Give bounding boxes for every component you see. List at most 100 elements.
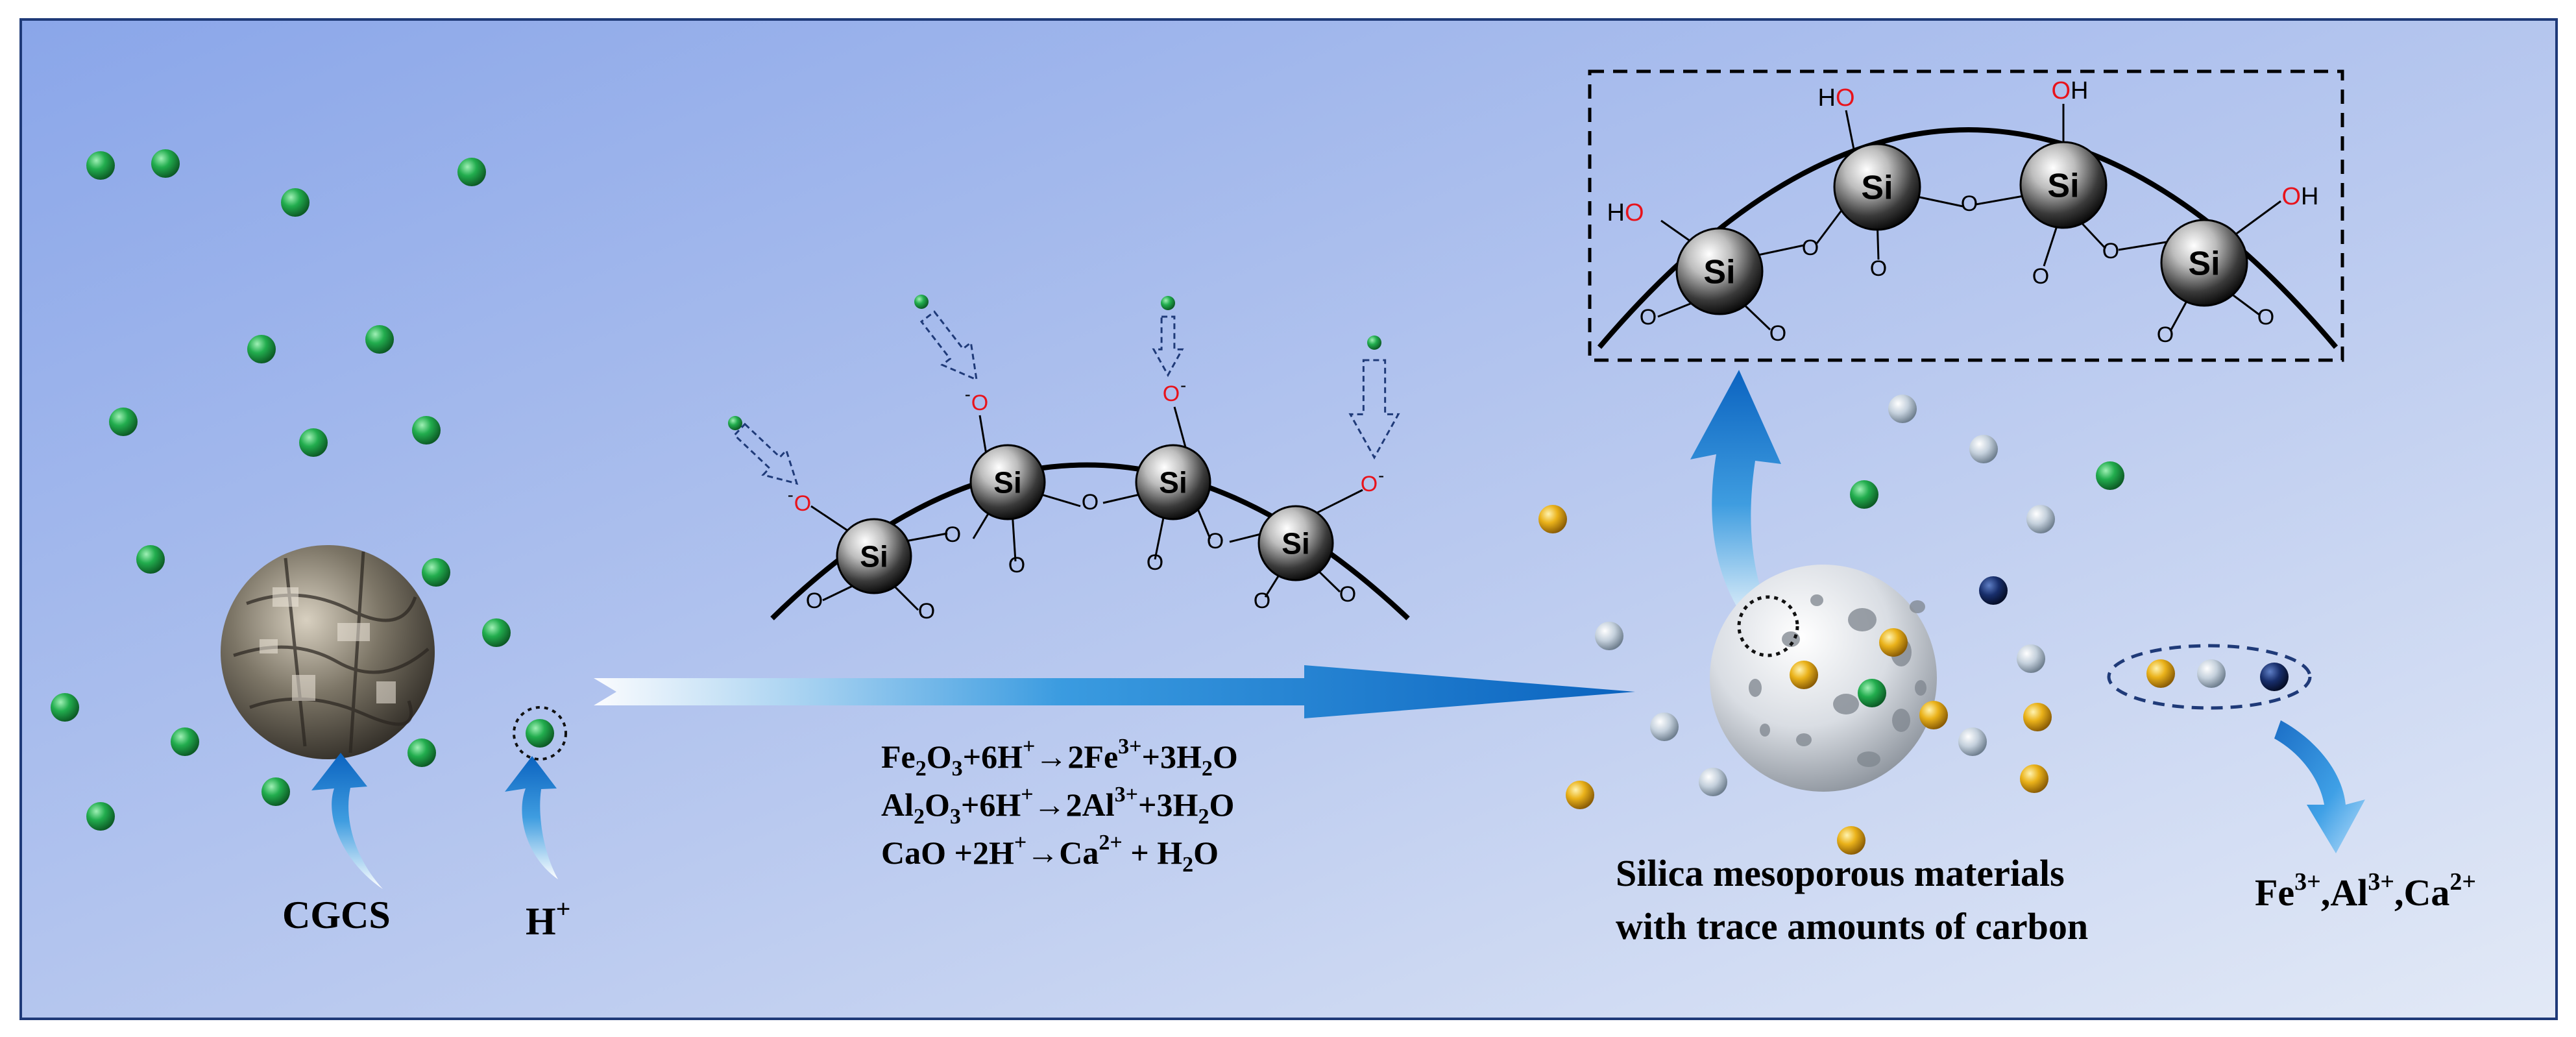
si-atom (1675, 227, 1764, 315)
si-label: Si (860, 540, 888, 574)
si-label: Si (2188, 245, 2220, 283)
oxygen-atom: O (1008, 553, 1025, 578)
equation-part: O (1193, 835, 1219, 871)
equation-part: 3 (950, 805, 961, 829)
green-ion-sphere (1858, 679, 1886, 707)
surface-zoom-box (1588, 69, 2344, 362)
bond (978, 415, 988, 455)
oxygen-atom: O (1147, 550, 1163, 575)
oxygen-atom: O (918, 599, 935, 624)
bond (901, 532, 948, 543)
metal-ion-particles (1538, 395, 2289, 855)
proton-sphere (914, 295, 929, 309)
equation-part: Fe (881, 738, 916, 775)
bond (1036, 492, 1081, 507)
proton-sphere (482, 618, 511, 647)
process-arrow (594, 665, 1635, 718)
bond (822, 583, 857, 602)
proton-sphere (247, 335, 276, 363)
negative-charge: - (1378, 465, 1384, 485)
cgcs-label: CGCS (282, 894, 391, 936)
proton-sphere (171, 727, 199, 756)
proton-sphere (2096, 461, 2124, 490)
bond (1154, 511, 1166, 560)
equation-part: +3H (1138, 787, 1198, 823)
gold-ion-sphere (1566, 781, 1594, 809)
oxygen-atom: O (2032, 264, 2049, 289)
oxygen-atom: O (1802, 236, 1819, 260)
silver-ion-sphere (1699, 768, 1727, 796)
h-plus-label: H+ (526, 894, 570, 943)
equation-part: + H (1123, 835, 1182, 871)
gold-ion-sphere (1837, 826, 1865, 855)
reaction-equations: Fe2O3+6H+→2Fe3++3H2OAl2O3+6H+→2Al3++3H2O… (881, 735, 1238, 877)
equation-part: +3H (1142, 738, 1202, 775)
si-atom (969, 444, 1046, 520)
oxygen-atom: O (2102, 239, 2119, 263)
si-label: Si (993, 466, 1021, 500)
proton-sphere (1161, 296, 1175, 310)
cgcs-curved-arrow (311, 753, 383, 889)
gold-ion-sphere (2023, 703, 2052, 731)
proton-sphere (299, 428, 328, 457)
ion-ca-charge: 2+ (2449, 868, 2476, 896)
h-plus-curved-arrow (505, 756, 558, 879)
si-atom (1258, 505, 1334, 581)
silver-ion-sphere (1595, 622, 1623, 650)
proton-sphere (457, 158, 486, 186)
oxygen-anion: O (971, 391, 988, 415)
gold-ion-sphere (1790, 661, 1818, 689)
oxygen-atom: O (1769, 321, 1786, 346)
si-label: Si (1159, 466, 1187, 500)
proton-sphere (151, 149, 180, 178)
oxygen-atom: O (1870, 256, 1887, 281)
proton-sphere (136, 545, 165, 574)
silver-ion-sphere (1958, 727, 1987, 756)
bond (1317, 489, 1363, 514)
silver-ion-sphere (2017, 644, 2045, 673)
silver-ion-sphere (1650, 713, 1679, 741)
oxygen-atom: O (1254, 589, 1270, 613)
si-atom (836, 518, 912, 594)
equation-part: 2 (914, 805, 925, 829)
equation-part: + (1023, 735, 1035, 759)
si-atom (1135, 444, 1211, 520)
bond (1660, 219, 1694, 245)
equation-part: 3 (952, 757, 963, 781)
dashed-approach-arrow (1152, 315, 1184, 378)
h-plus-sup: + (556, 894, 571, 923)
h-plus-text: H (526, 900, 556, 943)
hydroxyl-group: OH (2281, 183, 2318, 210)
oxygen-atom: O (1640, 305, 1657, 330)
bond (1751, 244, 1804, 258)
proton-sphere (365, 325, 394, 354)
si-atom (1833, 143, 1921, 231)
bond (2228, 291, 2260, 316)
cgcs-particle (221, 545, 435, 759)
proton-sphere (281, 188, 310, 217)
gold-ion-sphere (2020, 764, 2048, 793)
ion-removal-arrow (2274, 720, 2365, 853)
ion-al-charge: 3+ (2368, 868, 2394, 896)
oxygen-atom: O (944, 522, 961, 547)
navy-ion-sphere (1979, 576, 2008, 605)
oxygen-anion: O (794, 491, 811, 516)
proton-sphere (51, 693, 79, 722)
bond (2118, 240, 2171, 251)
ion-fe: Fe (2255, 872, 2294, 914)
equation-part: +6H (961, 787, 1021, 823)
equation-part: 2+ (1099, 831, 1122, 855)
removed-ions-label: Fe3+,Al3+,Ca2+ (2255, 868, 2476, 914)
proton-sphere (109, 408, 138, 436)
si-label: Si (1282, 527, 1309, 561)
hydrogen-atom: H (1817, 84, 1835, 112)
equation-part: O (1213, 738, 1238, 775)
equation-part: +6H (963, 738, 1023, 775)
oxygen-atom: O (2281, 183, 2301, 210)
silver-ion-sphere (1888, 395, 1917, 423)
product-label-line2: with trace amounts of carbon (1616, 905, 2088, 947)
